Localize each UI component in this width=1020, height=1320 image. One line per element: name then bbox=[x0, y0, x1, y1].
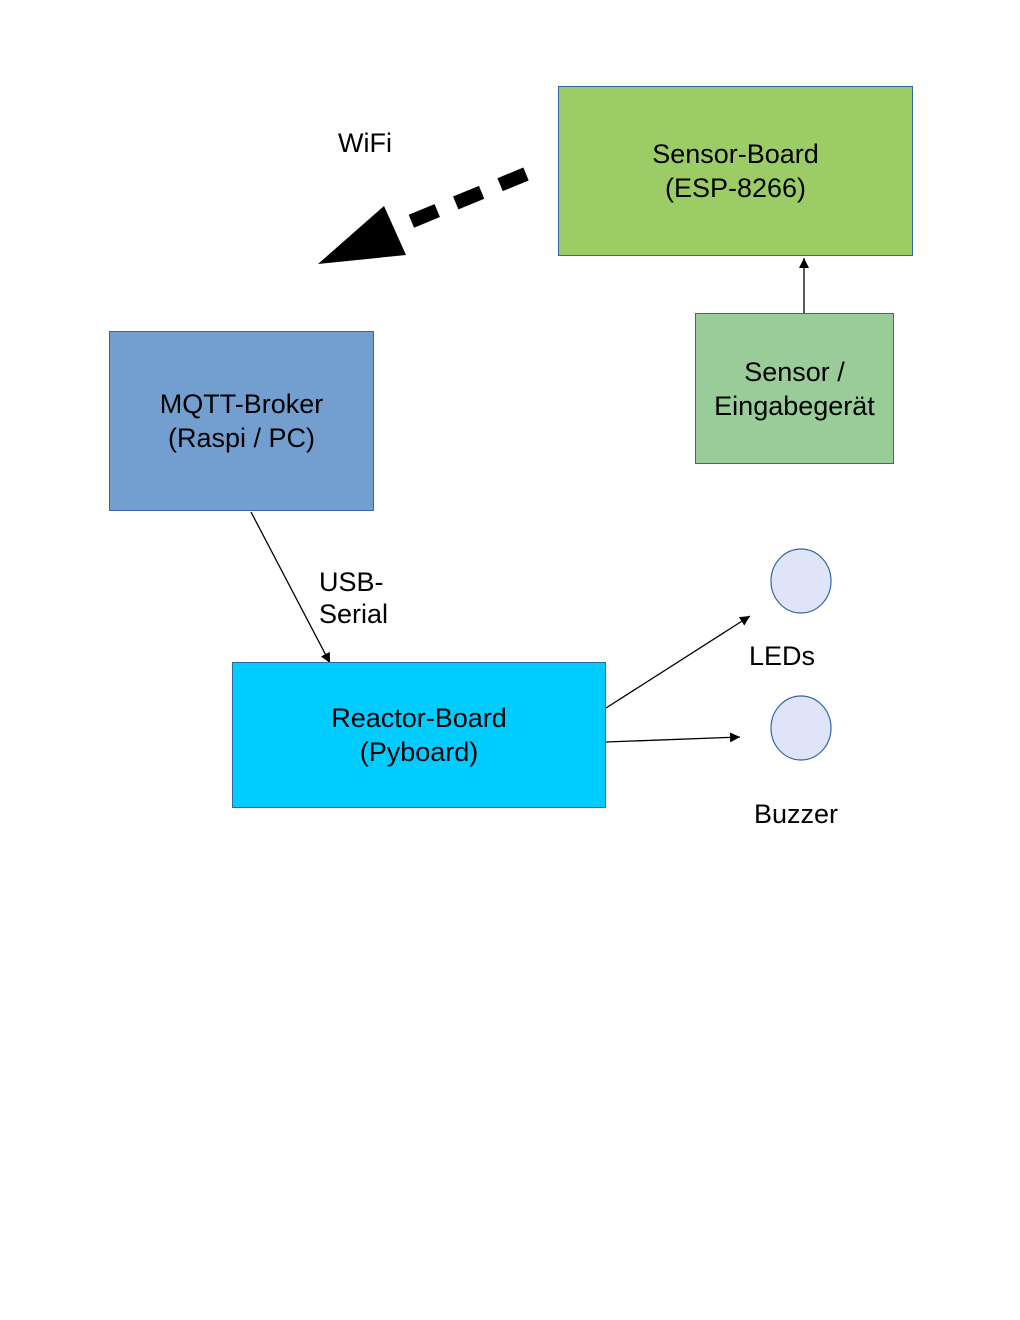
usb-serial-label: USB- Serial bbox=[319, 566, 388, 630]
reactor-board-title: Reactor-Board bbox=[331, 703, 507, 733]
sensor-input-title: Sensor / bbox=[744, 356, 845, 387]
wifi-arrowhead bbox=[318, 206, 406, 264]
reactor-board-subtitle: (Pyboard) bbox=[359, 737, 479, 767]
usb-serial-line1: USB- bbox=[319, 567, 384, 597]
buzzer-label: Buzzer bbox=[754, 799, 839, 829]
sensor-board-subtitle: (ESP-8266) bbox=[664, 173, 807, 203]
usb-serial-arrow bbox=[250, 511, 331, 664]
usb-serial-line2: Serial bbox=[319, 599, 389, 629]
reactor-to-leds-arrow bbox=[605, 615, 751, 709]
mqtt-broker-subtitle: (Raspi / PC) bbox=[167, 423, 316, 453]
reactor-board-node: Reactor-Board (Pyboard) bbox=[232, 662, 606, 808]
leds-circle bbox=[770, 548, 832, 614]
sensor-input-subtitle: Eingabegerät bbox=[714, 390, 875, 421]
wifi-link bbox=[392, 167, 529, 235]
mqtt-broker-node: MQTT-Broker (Raspi / PC) bbox=[109, 331, 374, 511]
sensor-board-title: Sensor-Board bbox=[652, 139, 819, 169]
mqtt-broker-title: MQTT-Broker bbox=[159, 389, 324, 419]
sensor-input-node: Sensor / Eingabegerät bbox=[695, 313, 894, 464]
sensor-board-node: Sensor-Board (ESP-8266) bbox=[558, 86, 913, 256]
wifi-label: WiFi bbox=[338, 128, 392, 158]
reactor-to-buzzer-arrow bbox=[605, 732, 741, 743]
buzzer-circle bbox=[770, 695, 832, 761]
leds-label: LEDs bbox=[749, 641, 816, 671]
